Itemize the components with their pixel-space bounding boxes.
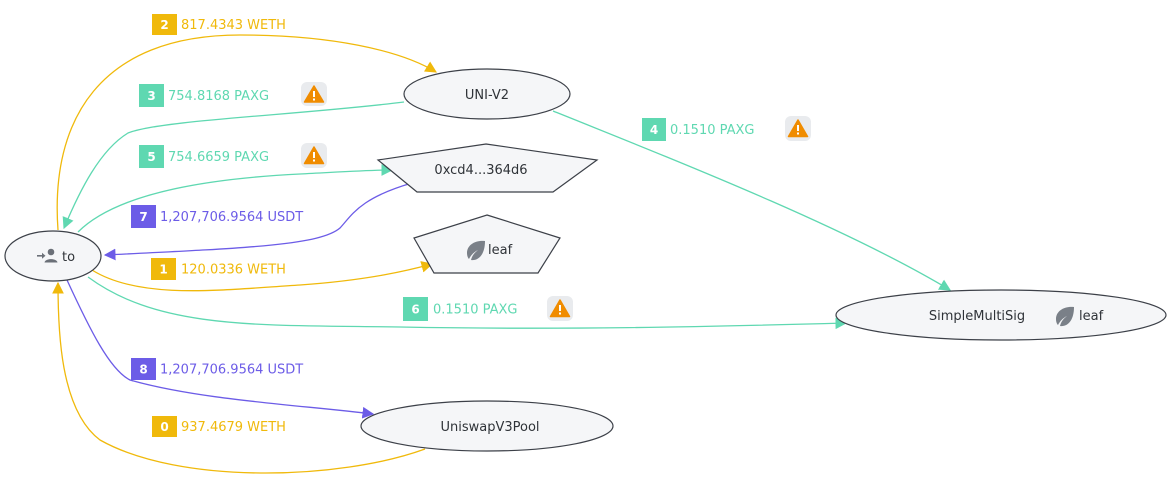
edge-amount: 120.0336 WETH (181, 263, 286, 278)
edge-index-badge (403, 297, 428, 321)
edge-index-text: 8 (139, 363, 147, 377)
node-simplemultisig[interactable]: SimpleMultiSig leaf (835, 289, 1167, 341)
edge-label-7[interactable]: 7 1,207,706.9564 USDT (131, 205, 303, 228)
edge-0-path[interactable] (52, 281, 426, 474)
edge-amount: 937.4679 WETH (181, 420, 286, 435)
node-to[interactable]: to (4, 230, 102, 282)
edge-1-path[interactable] (91, 261, 434, 292)
edge-5-path[interactable] (77, 164, 394, 233)
edge-label-4[interactable]: 4 0.1510 PAXG (642, 116, 811, 141)
edge-label-2[interactable]: 2 817.4343 WETH (152, 14, 286, 35)
edge-index-text: 7 (139, 210, 147, 224)
edge-labels: 2 817.4343 WETH 3 754.8168 PAXG 4 0.1510… (131, 14, 811, 437)
node-uni-v2[interactable]: UNI-V2 (403, 68, 571, 120)
node-address[interactable]: 0xcd4...364d6 (376, 143, 599, 193)
edge-amount: 817.4343 WETH (181, 18, 286, 33)
edge-index-badge (152, 416, 177, 437)
edge-7-path[interactable] (103, 182, 413, 261)
edge-amount: 1,207,706.9564 USDT (160, 210, 303, 225)
edge-amount: 0.1510 PAXG (433, 303, 518, 318)
node-label: to (62, 250, 75, 265)
edge-label-1[interactable]: 1 120.0336 WETH (151, 258, 286, 280)
edge-4-path[interactable] (552, 110, 952, 291)
node-label: 0xcd4...364d6 (434, 163, 527, 178)
edge-label-8[interactable]: 8 1,207,706.9564 USDT (131, 358, 303, 380)
edge-8-path[interactable] (66, 279, 375, 419)
edge-index-text: 1 (159, 263, 167, 277)
edge-index-badge (131, 205, 156, 228)
edge-label-5[interactable]: 5 754.6659 PAXG (139, 143, 327, 168)
edge-amount: 0.1510 PAXG (670, 123, 755, 138)
node-tag: leaf (1079, 309, 1104, 324)
edge-amount: 754.6659 PAXG (168, 150, 269, 165)
edge-index-text: 4 (650, 123, 658, 137)
edge-index-badge (152, 14, 177, 35)
edge-index-badge (151, 258, 176, 280)
edge-index-text: 2 (160, 18, 168, 32)
node-leaf[interactable]: leaf (413, 214, 561, 274)
edge-amount: 1,207,706.9564 USDT (160, 363, 303, 378)
edge-amount: 754.8168 PAXG (168, 89, 269, 104)
edge-2-path[interactable] (56, 34, 437, 231)
edge-index-text: 3 (147, 89, 155, 103)
edge-index-badge (642, 118, 666, 141)
edge-index-badge (139, 84, 164, 107)
leaf-icon (1056, 306, 1074, 327)
leaf-icon (467, 240, 485, 261)
edge-label-0[interactable]: 0 937.4679 WETH (152, 416, 286, 437)
edge-index-badge (131, 358, 156, 380)
warning-icon[interactable] (547, 296, 573, 321)
edge-label-3[interactable]: 3 754.8168 PAXG (139, 82, 327, 107)
edge-label-6[interactable]: 6 0.1510 PAXG (403, 296, 573, 321)
edge-6-path[interactable] (87, 276, 848, 330)
edge-index-badge (139, 145, 164, 168)
edge-3-path[interactable] (62, 101, 405, 230)
warning-icon[interactable] (785, 116, 811, 141)
node-label: UNI-V2 (465, 88, 509, 103)
node-label: leaf (488, 243, 513, 258)
edge-index-text: 0 (160, 420, 168, 434)
node-label: UniswapV3Pool (440, 420, 539, 435)
nodes: to UNI-V2 0xcd4...364d6 leaf SimpleMulti… (4, 68, 1167, 452)
warning-icon[interactable] (301, 143, 327, 168)
node-label: SimpleMultiSig (929, 309, 1025, 324)
warning-icon[interactable] (301, 82, 327, 106)
edge-index-text: 6 (411, 303, 419, 317)
node-uniswapv3pool[interactable]: UniswapV3Pool (360, 400, 614, 452)
edge-index-text: 5 (147, 150, 155, 164)
user-arrow-icon (37, 248, 58, 263)
edges (52, 34, 952, 474)
